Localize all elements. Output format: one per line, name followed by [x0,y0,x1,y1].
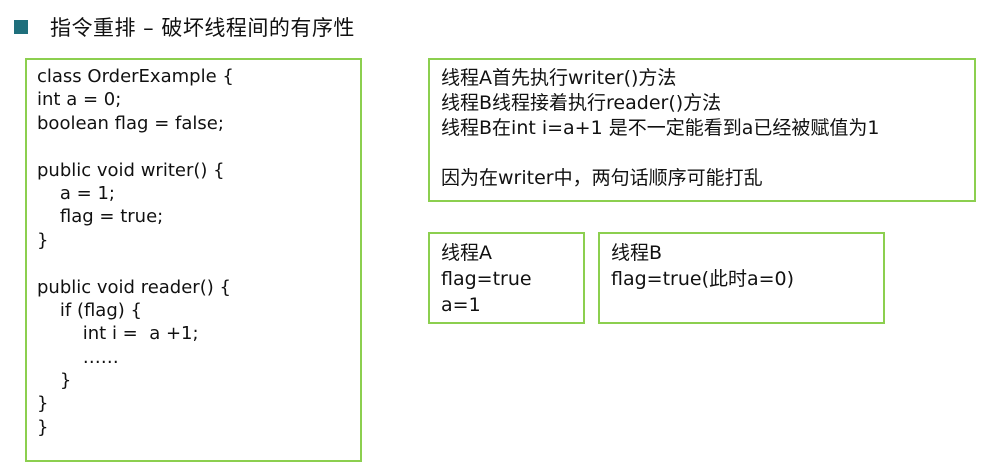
code-line [37,252,360,275]
code-line: } [37,370,72,392]
thread-a-box: 线程A flag=true a=1 [428,232,585,324]
code-line: public void reader() { [37,276,231,298]
code-line: } [37,393,49,415]
thread-a-line: a=1 [441,294,481,316]
code-line [37,135,360,158]
thread-b-line: 线程B [611,242,663,264]
thread-b-line: flag=true(此时a=0) [611,268,795,290]
slide-title-row: 指令重排 – 破坏线程间的有序性 [14,10,355,44]
code-box: class OrderExample { int a = 0; boolean … [25,58,362,462]
code-line: } [37,416,49,438]
explanation-box: 线程A首先执行writer()方法 线程B线程接着执行reader()方法 线程… [428,58,976,202]
code-line: } [37,229,49,251]
slide-title: 指令重排 – 破坏线程间的有序性 [50,16,355,40]
thread-a-line: flag=true [441,268,532,290]
code-line: public void writer() { [37,159,225,181]
explanation-line: 因为在writer中，两句话顺序可能打乱 [441,167,763,189]
thread-b-box: 线程B flag=true(此时a=0) [598,232,885,324]
explanation-line: 线程B在int i=a+1 是不一定能看到a已经被赋值为1 [441,117,880,139]
code-line: if (flag) { [37,299,142,321]
code-line: int i = a +1; [37,323,199,345]
code-line: a = 1; [37,182,115,204]
code-line: boolean flag = false; [37,112,224,134]
square-bullet-icon [14,20,28,34]
explanation-line: 线程A首先执行writer()方法 [441,67,677,89]
thread-a-line: 线程A [441,242,492,264]
explanation-line: 线程B线程接着执行reader()方法 [441,92,722,114]
explanation-line [441,141,974,166]
code-line: class OrderExample { [37,66,234,87]
code-line: int a = 0; [37,89,122,111]
code-line: flag = true; [37,206,164,228]
code-line: …… [37,346,119,368]
